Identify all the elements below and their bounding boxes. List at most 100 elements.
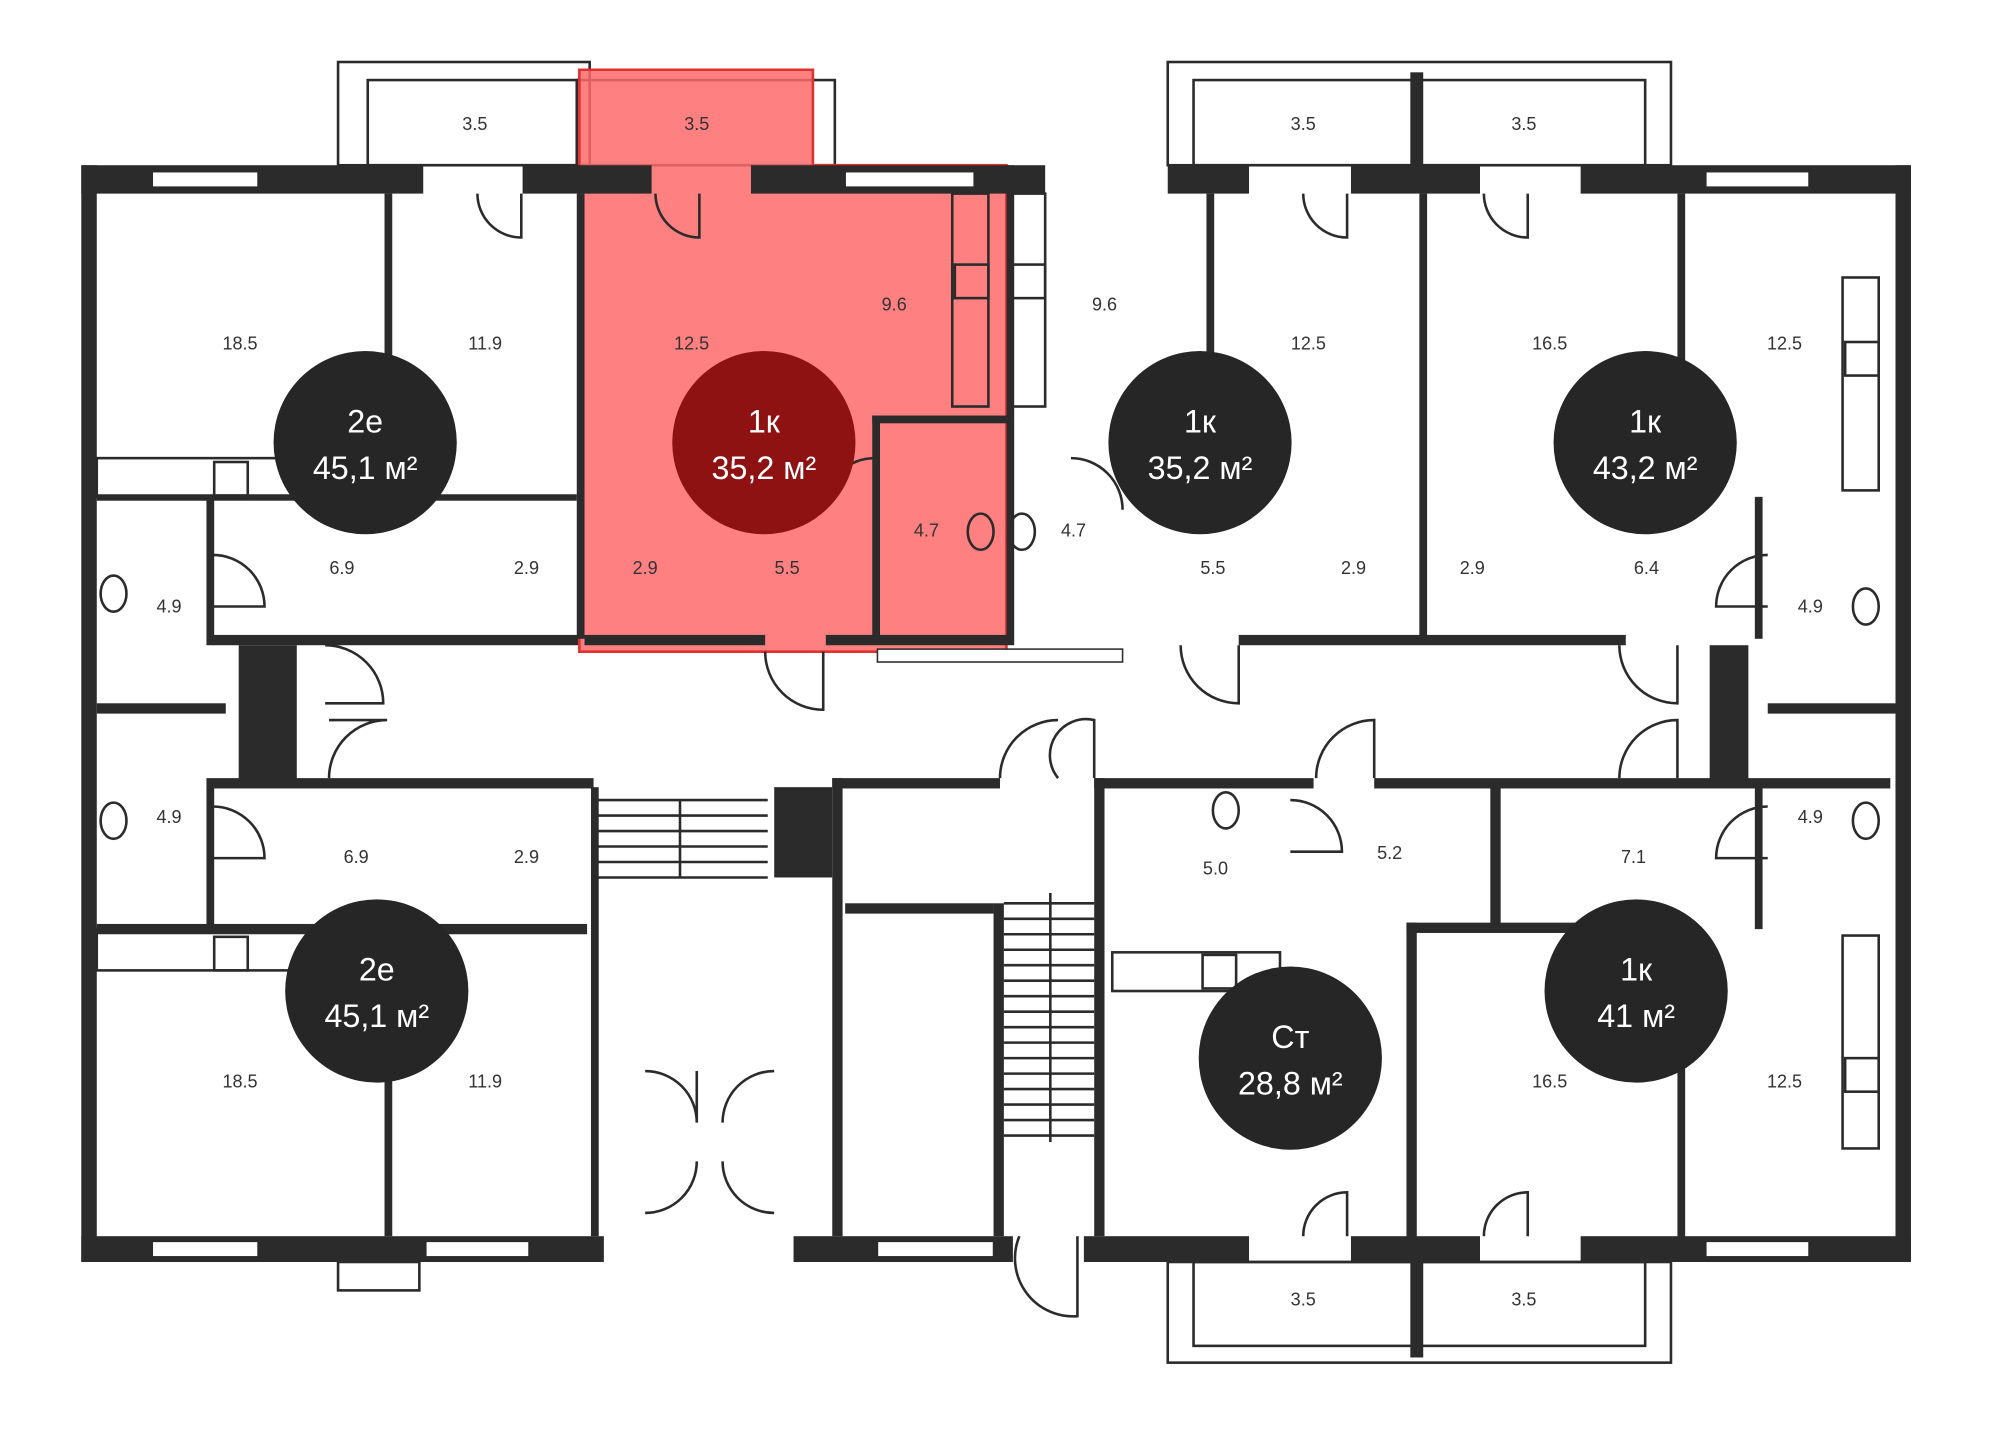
wall	[832, 778, 1000, 789]
wall	[1374, 778, 1891, 789]
room-area-label: 16.5	[1532, 1071, 1567, 1091]
wall	[576, 193, 585, 639]
wall	[1419, 193, 1428, 639]
wall	[1709, 645, 1749, 781]
apartment-badge[interactable]: Ст 28,8 м²	[1198, 966, 1382, 1150]
wall	[1754, 496, 1763, 639]
wall	[1094, 778, 1314, 789]
apartment-area: 41 м²	[1597, 998, 1675, 1034]
kitchen-counter	[1007, 192, 1047, 408]
room-area-label: 6.9	[344, 847, 369, 867]
wall	[872, 415, 880, 642]
apartment-area: 43,2 м²	[1593, 450, 1698, 486]
room-area-label: 4.7	[1061, 520, 1086, 540]
wall	[212, 634, 579, 646]
wall	[1677, 929, 1686, 1239]
badge-circle[interactable]	[285, 899, 469, 1083]
apartment-type: 2е	[347, 403, 383, 439]
sink-icon	[966, 512, 995, 552]
sink-icon	[99, 574, 128, 613]
room-area-label: 2.9	[1341, 558, 1366, 578]
room-area-label: 18.5	[222, 1071, 257, 1091]
room-area-label: 11.9	[468, 1071, 502, 1091]
apartment-area: 28,8 м²	[1238, 1065, 1343, 1101]
room-area-label: 3.5	[1511, 1289, 1536, 1309]
apartment-badge[interactable]: 1к 35,2 м²	[672, 351, 856, 535]
wall	[206, 496, 215, 646]
room-area-label: 2.9	[1460, 558, 1485, 578]
wall	[774, 787, 833, 878]
sink-icon	[99, 801, 128, 841]
wall	[1094, 778, 1105, 1237]
room-area-label: 2.9	[514, 558, 539, 578]
room-area-label: 11.9	[468, 333, 502, 353]
room-area-label: 4.9	[156, 597, 181, 617]
room-area-label: 3.5	[1291, 114, 1316, 134]
wall	[522, 165, 652, 194]
room-area-label: 2.9	[633, 558, 658, 578]
wall	[584, 634, 766, 646]
apartment-type: 1к	[748, 403, 781, 439]
apartment-area: 35,2 м²	[712, 450, 817, 486]
doors	[212, 193, 1768, 1318]
stove-icon	[953, 263, 990, 300]
room-area-label: 12.5	[1767, 1071, 1802, 1091]
apartment-type: 2е	[359, 952, 395, 988]
wall	[206, 778, 594, 789]
wall	[1406, 922, 1678, 933]
room-area-label: 2.9	[514, 847, 539, 867]
kitchen-counter	[1841, 934, 1880, 1150]
room-area-label: 3.5	[1291, 1289, 1316, 1309]
badge-circle[interactable]	[672, 351, 856, 535]
room-area-label: 16.5	[1532, 333, 1567, 353]
wall	[81, 165, 97, 1262]
room-area-label: 7.1	[1621, 847, 1646, 867]
room-area-label: 6.9	[329, 558, 354, 578]
room-area-label: 12.5	[1291, 333, 1326, 353]
room-area-label: 12.5	[1767, 333, 1802, 353]
room-area-label: 4.9	[156, 807, 181, 827]
badge-circle[interactable]	[1108, 351, 1292, 535]
sink-icon	[1851, 587, 1880, 626]
stove-icon	[212, 460, 250, 497]
wall	[1490, 787, 1501, 930]
room-area-label: 12.5	[674, 333, 709, 353]
room-area-label: 9.6	[882, 295, 907, 315]
stove-icon	[1201, 953, 1238, 990]
badge-circle[interactable]	[1553, 351, 1737, 535]
sink-icon	[1211, 791, 1240, 830]
badge-circle[interactable]	[273, 351, 457, 535]
wall	[993, 903, 1004, 1237]
wall	[384, 193, 393, 497]
wall	[1767, 703, 1897, 714]
wall	[1677, 193, 1686, 497]
wall	[384, 929, 393, 1237]
wall	[1206, 193, 1215, 413]
wall	[96, 703, 226, 714]
wall	[238, 645, 297, 781]
windows	[151, 170, 1810, 1258]
staircase	[597, 798, 1095, 1142]
apartment-type: Ст	[1271, 1019, 1309, 1055]
stove-icon	[1843, 340, 1880, 377]
room-area-label: 3.5	[462, 114, 487, 134]
room-area-label: 5.5	[1200, 558, 1225, 578]
apartment-type: 1к	[1184, 403, 1217, 439]
wall	[590, 787, 599, 1237]
badge-circle[interactable]	[1544, 899, 1728, 1083]
wall	[845, 903, 994, 914]
sink-icon	[1007, 512, 1037, 552]
wall	[1406, 922, 1417, 1262]
sink-icon	[1851, 801, 1880, 841]
wall	[1083, 1236, 1250, 1262]
wall	[1350, 165, 1480, 194]
badge-circle[interactable]	[1198, 966, 1382, 1150]
